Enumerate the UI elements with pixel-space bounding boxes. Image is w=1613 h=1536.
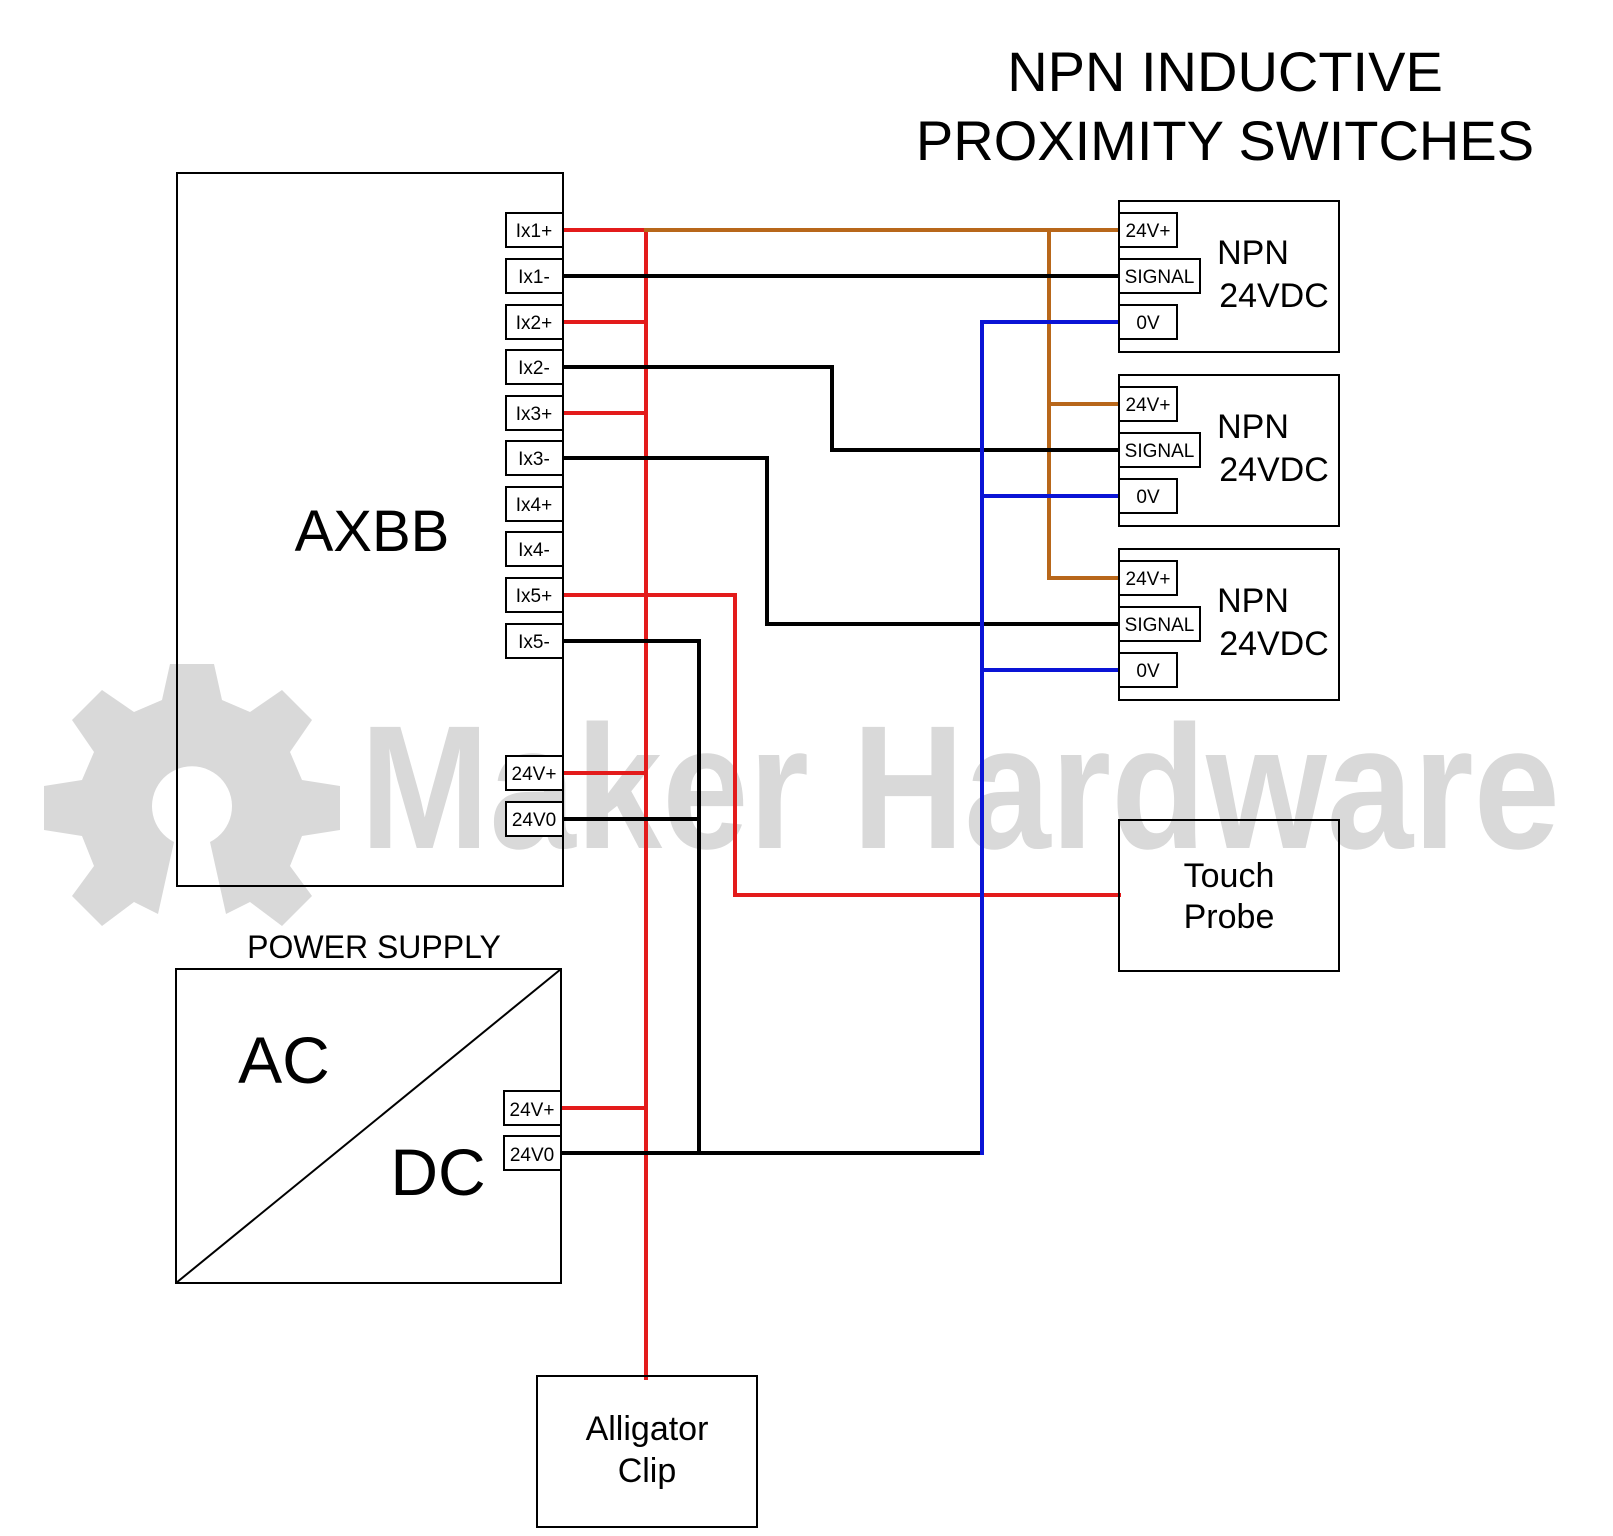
axbb-terminal-ix4-plus [505, 486, 564, 522]
touch-probe: Touch Probe [1118, 819, 1340, 972]
axbb-terminal-label: Ix1- [518, 267, 550, 288]
sensor-terminal-label: SIGNAL [1125, 441, 1195, 462]
wire-ix2-minus-signal [561, 365, 1121, 452]
sensor-terminal-label: 24V+ [1126, 569, 1171, 590]
sensor-type-label: NPN [1217, 408, 1289, 446]
axbb-terminal-ix3-minus [505, 440, 564, 476]
open-hardware-gear-icon [44, 664, 340, 926]
sensor-terminal-ground [1118, 304, 1178, 340]
ps-terminal-24v0 [503, 1135, 562, 1171]
ac-dc-divider [175, 968, 562, 1284]
axbb-power-terminal-label: 24V+ [512, 764, 557, 785]
axbb-terminal-label: Ix3+ [516, 404, 552, 425]
power-supply-heading: POWER SUPPLY [247, 929, 501, 965]
sensor-terminal-signal [1118, 258, 1201, 294]
diagram-title-line1: NPN INDUCTIVE [1007, 40, 1443, 103]
ps-terminal-24v0-label: 24V0 [510, 1145, 554, 1166]
power-supply: POWER SUPPLY AC DC 24V+ 24V0 [175, 929, 562, 1284]
wire-ix5-minus-ground [561, 639, 701, 1155]
npn-sensor-3: 24V+ SIGNAL 0V NPN 24VDC [1118, 548, 1340, 701]
wire-ix5-plus-touch-probe [561, 593, 1121, 897]
axbb-terminal-ix1-minus [505, 258, 564, 294]
diagram-title-line2: PROXIMITY SWITCHES [916, 109, 1534, 172]
dc-label: DC [390, 1135, 485, 1209]
axbb-terminal-label: Ix2- [518, 358, 550, 379]
sensor-terminal-label: SIGNAL [1125, 267, 1195, 288]
axbb-label: AXBB [295, 499, 450, 564]
sensor-type-label: NPN [1217, 234, 1289, 272]
sensor-terminal-label: 0V [1136, 313, 1160, 334]
sensor-terminal-signal [1118, 606, 1201, 642]
axbb-terminal-ix5-plus [505, 577, 564, 613]
sensor-terminal-label: 24V+ [1126, 221, 1171, 242]
sensor-voltage-label: 24VDC [1219, 451, 1329, 489]
sensor-terminal-label: SIGNAL [1125, 615, 1195, 636]
axbb-power-terminal-24v-plus [505, 755, 564, 791]
sensor-terminal-ground [1118, 478, 1178, 514]
axbb-terminal-ix4-minus [505, 531, 564, 567]
axbb-terminal-ix2-plus [505, 304, 564, 340]
ps-terminal-24v-plus-label: 24V+ [510, 1100, 555, 1121]
axbb-terminal-label: Ix5+ [516, 586, 552, 607]
ac-label: AC [238, 1023, 330, 1097]
npn-sensor-1: 24V+ SIGNAL 0V NPN 24VDC [1118, 200, 1340, 353]
sensor-terminal-signal [1118, 432, 1201, 468]
sensor-terminal-supply [1118, 560, 1178, 596]
axbb-power-terminal-label: 24V0 [512, 810, 556, 831]
axbb-terminal-label: Ix3- [518, 449, 550, 470]
alligator-clip: Alligator Clip [536, 1375, 758, 1528]
axbb-terminal-ix3-plus [505, 395, 564, 431]
sensor-voltage-label: 24VDC [1219, 277, 1329, 315]
axbb-terminal-label: Ix5- [518, 632, 550, 653]
axbb-terminal-label: Ix2+ [516, 313, 552, 334]
axbb-terminal-ix5-minus [505, 623, 564, 659]
sensor-voltage-label: 24VDC [1219, 625, 1329, 663]
npn-sensors: 24V+ SIGNAL 0V NPN 24VDC 24V+ SIGNAL 0V NPN 24VDC… [1118, 200, 1340, 701]
axbb-controller: AXBB Ix1+ Ix1- Ix2+ Ix2- Ix3+ Ix3- Ix4+ Ix4- Ix5… [176, 172, 564, 887]
axbb-terminal-label: Ix4+ [516, 495, 552, 516]
sensor-type-label: NPN [1217, 582, 1289, 620]
ps-terminal-24v-plus [503, 1090, 562, 1126]
touch-probe-label-line2: Probe [1184, 898, 1275, 936]
sensor-terminal-supply [1118, 212, 1178, 248]
axbb-terminal-label: Ix1+ [516, 221, 552, 242]
axbb-terminal-ix1-plus [505, 212, 564, 248]
sensor-terminal-label: 0V [1136, 487, 1160, 508]
alligator-clip-label-line2: Clip [618, 1452, 677, 1490]
axbb-power-terminal-24v0 [505, 801, 564, 837]
alligator-clip-label-line1: Alligator [586, 1410, 709, 1448]
sensor-terminal-ground [1118, 652, 1178, 688]
sensor-terminal-label: 0V [1136, 661, 1160, 682]
touch-probe-label-line1: Touch [1184, 857, 1275, 895]
axbb-terminal-label: Ix4- [518, 540, 550, 561]
wire-ix3-minus-signal [561, 456, 1121, 626]
axbb-terminal-ix2-minus [505, 349, 564, 385]
sensor-terminal-label: 24V+ [1126, 395, 1171, 416]
npn-sensor-2: 24V+ SIGNAL 0V NPN 24VDC [1118, 374, 1340, 527]
sensor-terminal-supply [1118, 386, 1178, 422]
wires [559, 228, 1121, 1380]
